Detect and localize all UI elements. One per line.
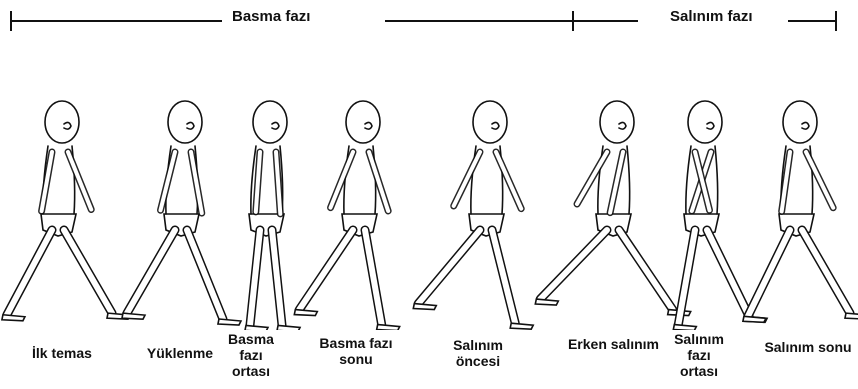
walking-child-figure [122,101,241,325]
stage-caption-mid-swing: Salınım fazı ortası [672,331,726,379]
walking-child-figure [413,101,533,329]
walking-child-figure [245,101,300,330]
walking-child-figure [2,101,130,321]
stance-phase-label: Basma fazı [232,8,310,25]
stage-caption-loading-response: Yüklenme [135,345,225,361]
stage-caption-terminal-stance: Basma fazı sonu [316,335,396,367]
stage-caption-terminal-swing: Salınım sonu [756,339,858,355]
stage-caption-mid-stance: Basma fazı ortası [228,331,274,379]
walking-child-figure [535,101,690,316]
stage-caption-pre-swing: Salınım öncesi [448,337,508,369]
stage-caption-initial-contact: İlk temas [22,345,102,361]
walking-figures [0,80,858,330]
walking-child-figure [294,101,399,330]
swing-phase-label: Salınım fazı [670,8,753,25]
walking-child-figure [743,101,858,322]
stage-caption-initial-swing: Erken salınım [556,336,671,352]
